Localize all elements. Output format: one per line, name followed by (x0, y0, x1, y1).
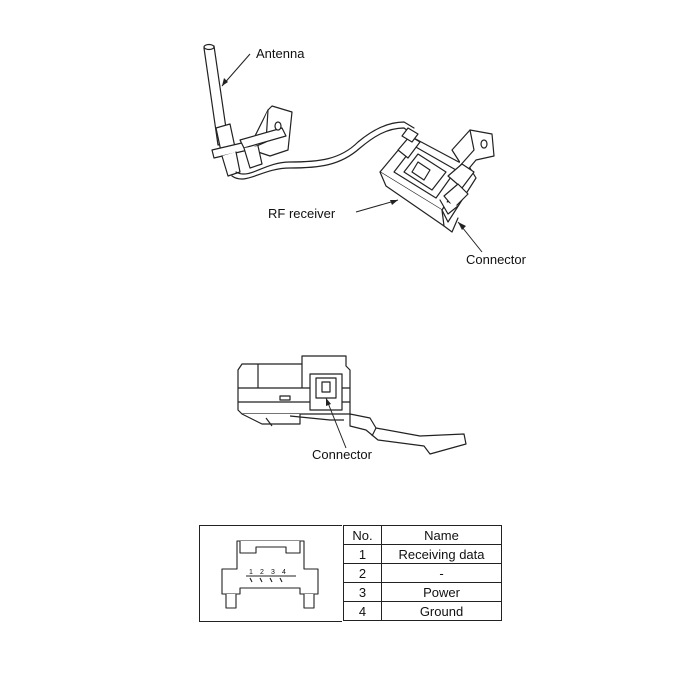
pin-no-cell: 1 (343, 544, 382, 564)
rf-receiver-side-view (237, 355, 467, 455)
pin-assignment-table: No. Name 1 Receiving data 2 - 3 Power 4 … (343, 525, 502, 621)
rf-receiver-unit (379, 127, 477, 233)
label-rf-receiver: RF receiver (268, 206, 336, 221)
receiver-connector (439, 163, 475, 215)
pin-name-cell: Ground (381, 601, 502, 621)
label-connector-side: Connector (312, 447, 373, 462)
pin-number: 3 (271, 569, 275, 576)
connector-drawing-frame (199, 525, 342, 622)
label-antenna: Antenna (256, 46, 305, 61)
pin-name-cell: Power (381, 582, 502, 602)
pin-no-cell: 2 (343, 563, 382, 583)
column-header-no: No. (343, 525, 382, 545)
pin-no-cell: 3 (343, 582, 382, 602)
pin-number: 2 (260, 569, 264, 576)
pin-number: 4 (282, 569, 286, 576)
antenna-rod (203, 43, 249, 177)
column-header-name: Name (381, 525, 502, 545)
pin-name-cell: Receiving data (381, 544, 502, 564)
table-row: 3 Power (343, 582, 502, 602)
connector-pin-numbers: 1 2 3 4 (249, 569, 286, 576)
table-row: 1 Receiving data (343, 544, 502, 564)
table-header-row: No. Name (343, 525, 502, 545)
table-row: 2 - (343, 563, 502, 583)
antenna-cable (231, 127, 413, 180)
label-connector-top: Connector (466, 252, 527, 267)
pin-no-cell: 4 (343, 601, 382, 621)
connector-face-diagram (221, 540, 319, 609)
pin-number: 1 (249, 569, 253, 576)
table-row: 4 Ground (343, 601, 502, 621)
pin-name-cell: - (381, 563, 502, 583)
antenna-bracket (239, 105, 293, 169)
